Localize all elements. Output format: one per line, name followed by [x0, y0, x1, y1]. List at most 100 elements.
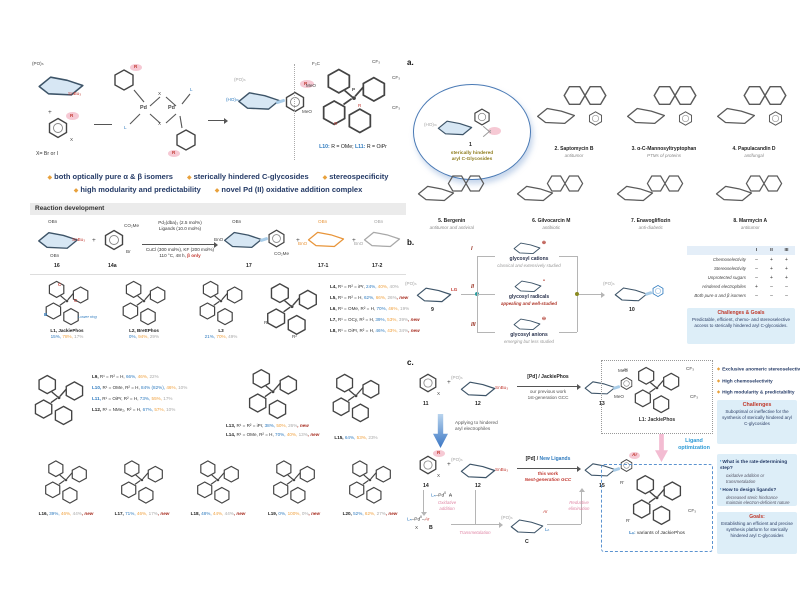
ligand-entry: L4, R¹ = R² = iPr, 24%40%40%	[330, 281, 408, 292]
ligand-entry: L7, R¹ = OCy, R² = H, 39%53%39%new	[330, 314, 420, 325]
p-label: P	[352, 87, 356, 92]
plus-sign: +	[447, 379, 451, 386]
pd-dimer-complex: R Pd Pd X X L L R	[110, 64, 204, 158]
row2-notes: this work Next-generation GCC	[513, 471, 583, 483]
ligand-optimization-label: Ligand optimization	[678, 438, 710, 452]
substituents: R¹ = OiPr, R² = H,	[337, 328, 375, 333]
aryl-halide-structure	[46, 116, 70, 140]
ligand-id: L13,	[226, 423, 236, 428]
lg-label: LG	[451, 287, 458, 292]
row1-catalyst: [Pd] / JackiePhos	[527, 374, 569, 380]
compound-14a: 14a	[108, 263, 117, 269]
cf3-label: CF₃	[372, 59, 380, 64]
ho-label: (HO)ₘ	[226, 97, 239, 102]
yield-product: 52%	[353, 511, 365, 516]
cell-II: +	[770, 256, 773, 263]
merit-text: Exclusive anomeric stereoselectivity	[722, 367, 800, 373]
ligand-structure	[117, 457, 167, 507]
yield-glycal: 55%	[152, 396, 164, 401]
diamond-icon: ◆	[47, 174, 53, 181]
pd-sugar-complex	[509, 516, 545, 536]
obn-label: OBn	[318, 219, 328, 224]
ligand-card: L1, JackiePhos 15%78%17%	[30, 277, 104, 361]
yield-product: 38%	[265, 423, 277, 428]
lower-ring-annotation: Lower ring	[78, 314, 97, 319]
challenges-goals-title: Challenges & Goals	[717, 310, 765, 316]
pd-label: Pd	[140, 105, 147, 111]
pathway-description: classical and extensively studied	[497, 263, 561, 268]
yield-byproduct: 29%	[149, 333, 160, 339]
apply-down-arrow	[433, 414, 448, 448]
cell-I: +	[755, 283, 758, 290]
substituents: R¹ = OiPr, R² = H,	[102, 396, 139, 401]
col-I: I	[755, 248, 758, 253]
pathway-description: emerging but less studied	[503, 339, 555, 344]
cell-II: –	[770, 292, 773, 299]
species-B: B	[429, 525, 433, 531]
compound-name: 6. Gilvocarcin M	[532, 218, 571, 224]
halide-note: X= Br or I	[36, 151, 59, 157]
substituents: R¹ = OMe, R² = H,	[102, 385, 140, 390]
pathway-row: II • glycosyl radicals appealing and wel…	[471, 278, 579, 314]
yield-product: 46%	[375, 328, 387, 333]
natural-product: 6. Gilvocarcin M antibiotic	[505, 166, 599, 230]
design-questions-box: ▪What is the rate-determining step? oxid…	[717, 454, 797, 506]
compound-name: 3. α-C-Mannosyltryptophan	[631, 146, 697, 152]
yield-byproduct: 17%	[163, 396, 173, 401]
ligand-structure-L13-L14	[242, 367, 304, 421]
r-label: R	[304, 81, 308, 86]
panel-b-label: b.	[407, 238, 415, 247]
yield-glycal: 40%	[287, 432, 299, 437]
highlight-item: ◆stereospecificity	[323, 166, 389, 184]
yield-product: 15%	[51, 334, 63, 339]
condition-line: Pd₂(dba)₃ (2.5 mol%)	[158, 220, 202, 225]
yield-glycal: 94%	[138, 334, 150, 339]
new-ligand-flag: new	[308, 432, 320, 437]
steric-highlight-oval	[66, 112, 79, 120]
obn-label: OBn	[374, 219, 384, 224]
glycal-17-1	[306, 228, 346, 250]
x-label: X	[437, 391, 441, 396]
ligand-structure	[41, 457, 91, 507]
table-row: Hindered electrophiles + – –	[687, 282, 795, 291]
aryl-structure	[472, 107, 492, 127]
compound-name: 8. Marmycin A	[733, 218, 768, 224]
pathway-row: I ⊕ glycosyl cations classical and exten…	[471, 240, 579, 276]
yield-product: 62%	[364, 295, 376, 300]
rp-label: R′	[620, 480, 625, 485]
yield-byproduct: 17%	[148, 511, 158, 516]
row-label: Hindered electrophiles	[702, 284, 746, 289]
natural-products-row1: 2. Saptomycin B antitumor 3. α-C-Mannosy…	[531, 70, 797, 158]
ligand-name: JackiePhos	[58, 328, 84, 333]
header-scheme: (PO)ₙ SnBu₃ + R X X= Br or I	[30, 58, 406, 166]
cell-II: +	[770, 274, 773, 281]
compound-17-2: 17-2	[372, 263, 383, 269]
row2-catalyst: [Pd] / New Ligands	[525, 456, 571, 462]
conditions-top: Pd₂(dba)₃ (2.5 mol%) Ligands (10.0 mol%)	[142, 220, 218, 232]
co2me-label: CO₂Me	[274, 251, 290, 256]
ligand-id: L17,	[114, 511, 124, 516]
compound-1: 1	[469, 142, 472, 148]
hindered-glycoside-oval: (HO)ₘ 1 sterically hindered aryl C-Glyco…	[413, 84, 531, 180]
x-label: X	[437, 473, 441, 478]
yield-product: 70%	[376, 306, 388, 311]
challenges-goals-text: Predictable, efficient, chemo- and stere…	[692, 317, 790, 329]
pathway-roman: III	[471, 322, 476, 328]
structure-art	[517, 175, 584, 202]
yield-byproduct: 17%	[74, 333, 84, 339]
new-ligand-flag: new	[386, 511, 398, 516]
yield-glycal: 57%	[154, 407, 166, 412]
yield-product: 71%	[125, 511, 137, 516]
byproduct-17-2	[362, 228, 402, 250]
ligand-entry: L5, R¹ = R² = H, 62%66%26%new	[330, 292, 408, 303]
conditions-bottom: CuCl (300 mol%), KF (200 mol%) 110 °C, 4…	[140, 247, 220, 259]
junction-dot	[575, 292, 579, 296]
substituents: R¹ = OMe, R² = H,	[236, 432, 274, 437]
plus-sign: +	[48, 109, 52, 116]
new-ligands-text: New Ligands	[539, 456, 571, 462]
steric-highlight-oval	[168, 150, 180, 157]
ligand-id: L8,	[330, 328, 337, 333]
structure-art	[536, 85, 607, 126]
